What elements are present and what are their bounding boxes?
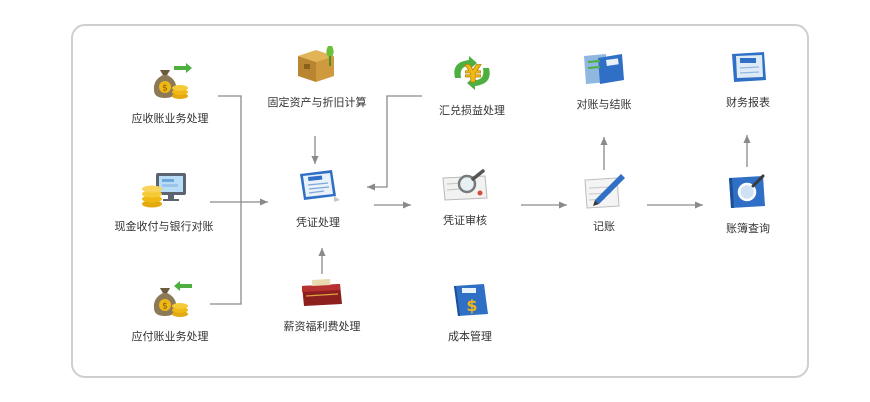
money-bag-coins-icon: $	[153, 281, 192, 317]
yen-exchange-icon: ¥	[454, 56, 490, 90]
node-reconciliation: 对账与结账	[562, 48, 646, 112]
label-exchange: 汇兑损益处理	[439, 104, 505, 117]
arrow-exchange-to-voucher	[367, 95, 422, 191]
node-financial-report: 财务报表	[706, 48, 790, 110]
label-voucher-review: 凭证审核	[443, 214, 487, 227]
money-bag-coins-icon: $	[153, 63, 192, 99]
svg-text:$: $	[162, 84, 168, 94]
monitor-coins-icon	[142, 173, 186, 208]
svg-text:¥: ¥	[465, 60, 482, 88]
label-fixed-assets: 固定资产与折旧计算	[267, 96, 367, 109]
label-financial-report: 财务报表	[726, 96, 770, 109]
label-cost-management: 成本管理	[448, 330, 492, 343]
label-ledger-query: 账簿查询	[726, 222, 770, 235]
box-icon	[298, 46, 334, 82]
svg-text:$: $	[162, 302, 168, 312]
node-voucher-processing: 凭证处理	[278, 166, 358, 230]
node-receivable: $ 应收账业务处理	[116, 62, 224, 126]
ledger-book-icon	[584, 54, 624, 84]
label-payable: 应付账业务处理	[131, 330, 209, 343]
diagram-frame	[71, 24, 809, 378]
node-payroll: 薪资福利费处理	[272, 276, 372, 334]
dollar-book-icon: $	[454, 284, 488, 316]
left-bracket	[210, 95, 242, 305]
voucher-icon	[300, 170, 340, 202]
magnifier-icon	[442, 169, 488, 201]
label-reconciliation: 对账与结账	[576, 98, 632, 111]
label-voucher-processing: 凭证处理	[296, 216, 340, 229]
wallet-icon	[302, 279, 342, 306]
node-voucher-review: 凭证审核	[420, 168, 510, 228]
svg-text:$: $	[466, 296, 477, 315]
label-posting: 记账	[593, 220, 615, 233]
node-posting: 记账	[574, 170, 634, 234]
label-receivable: 应收账业务处理	[131, 112, 209, 125]
node-payable: $ 应付账业务处理	[116, 280, 224, 344]
pen-icon	[584, 174, 625, 209]
ledger-search-icon	[729, 174, 765, 208]
report-book-icon	[732, 52, 766, 82]
label-cash-bank: 现金收付与银行对账	[114, 220, 214, 233]
node-ledger-query: 账簿查询	[712, 170, 784, 236]
node-fixed-assets: 固定资产与折旧计算	[262, 44, 372, 110]
node-exchange: ¥ 汇兑损益处理	[426, 52, 518, 118]
label-payroll: 薪资福利费处理	[283, 320, 361, 333]
node-cash-bank: 现金收付与银行对账	[103, 170, 225, 234]
node-cost-management: $ 成本管理	[428, 280, 512, 344]
